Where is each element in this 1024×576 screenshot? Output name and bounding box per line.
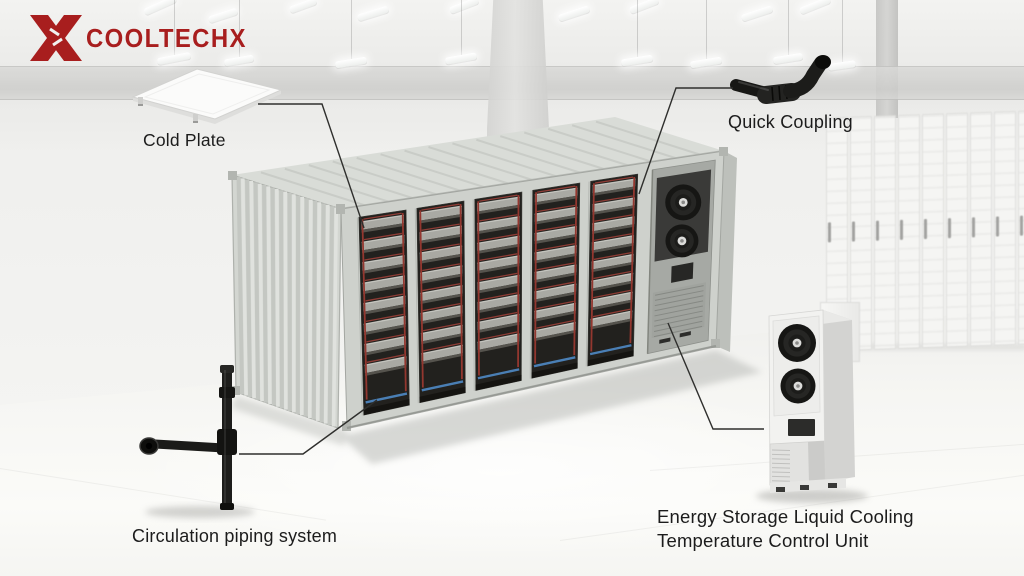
light-hanger-rod [174, 0, 175, 58]
circulation-piping [139, 365, 237, 510]
battery-module [534, 283, 577, 300]
rack-bay [356, 209, 410, 416]
cold-plate-label: Cold Plate [143, 130, 226, 150]
brand-name: COOLTECHX [86, 22, 247, 53]
battery-module [590, 291, 633, 308]
light-hanger-rod [239, 0, 240, 60]
energy-storage-container [228, 117, 737, 431]
light-hanger-rod [706, 0, 707, 62]
battery-module [361, 214, 405, 230]
quick-coupling-label: Quick Coupling [728, 112, 853, 132]
battery-module [420, 265, 463, 282]
battery-module [419, 205, 462, 221]
battery-module [364, 356, 407, 374]
container-cooling-section [646, 159, 716, 355]
light-hanger-rod [461, 0, 462, 58]
battery-module [534, 225, 578, 242]
battery-module [420, 285, 463, 302]
battery-module [591, 272, 634, 289]
battery-module [591, 234, 635, 251]
battery-module [477, 274, 520, 291]
circulation-piping-label: Circulation piping system [132, 526, 338, 546]
quick-coupling-callout-line [638, 87, 733, 195]
cooling-fan [665, 184, 702, 221]
temperature-control-unit [768, 309, 855, 493]
battery-module [590, 310, 633, 327]
battery-module [419, 245, 463, 262]
battery-module [363, 315, 406, 333]
battery-module [534, 187, 578, 203]
battery-module [477, 294, 520, 311]
battery-module [534, 264, 577, 281]
cooling-fan [665, 224, 699, 258]
quick-coupling [730, 55, 831, 104]
light-hanger-rod [637, 0, 638, 60]
battery-module [477, 333, 520, 351]
cooling-fan [780, 368, 816, 404]
battery-module [534, 206, 578, 222]
battery-module [421, 344, 463, 362]
brand-logo: COOLTECHX [28, 15, 261, 61]
battery-module [592, 197, 635, 213]
rack-bay [472, 191, 523, 391]
light-hanger-rod [351, 0, 352, 62]
rack-bay [414, 200, 466, 404]
battery-module [420, 304, 463, 322]
tcu-label-line2: Temperature Control Unit [657, 530, 869, 552]
battery-module [420, 324, 463, 342]
cold-plate-callout-line [258, 103, 365, 229]
light-hanger-rod [788, 0, 789, 58]
battery-module [477, 255, 520, 271]
battery-module [534, 245, 577, 261]
cooling-fan [778, 324, 816, 362]
battery-module [534, 302, 577, 320]
battery-module [362, 255, 405, 271]
battery-module [592, 216, 635, 232]
battery-module [362, 275, 406, 292]
battery-module [477, 235, 520, 252]
battery-module [592, 178, 636, 194]
brand-x-icon [30, 15, 82, 61]
corner-castings [228, 147, 728, 431]
temperature-control-unit-callout-line [667, 322, 764, 430]
temperature-control-unit-label: Energy Storage Liquid Cooling Temperatur… [657, 505, 937, 553]
ceiling-vent-duct [487, 0, 549, 150]
battery-module [363, 295, 406, 312]
battery-module [477, 196, 520, 212]
battery-module [364, 335, 407, 353]
container-right-edge [716, 151, 737, 352]
rack-bay [585, 173, 639, 367]
battery-module [477, 313, 520, 331]
light-hanger-rod [842, 0, 843, 65]
battery-module [591, 253, 634, 270]
rack-bay [529, 182, 581, 379]
circulation-piping-callout-line [239, 399, 378, 455]
tcu-label-line1: Energy Storage Liquid Cooling [657, 506, 914, 527]
battery-module [477, 216, 520, 232]
cold-plate [131, 68, 283, 124]
battery-module [361, 234, 405, 251]
battery-module [419, 225, 462, 241]
battery-module [534, 321, 576, 339]
